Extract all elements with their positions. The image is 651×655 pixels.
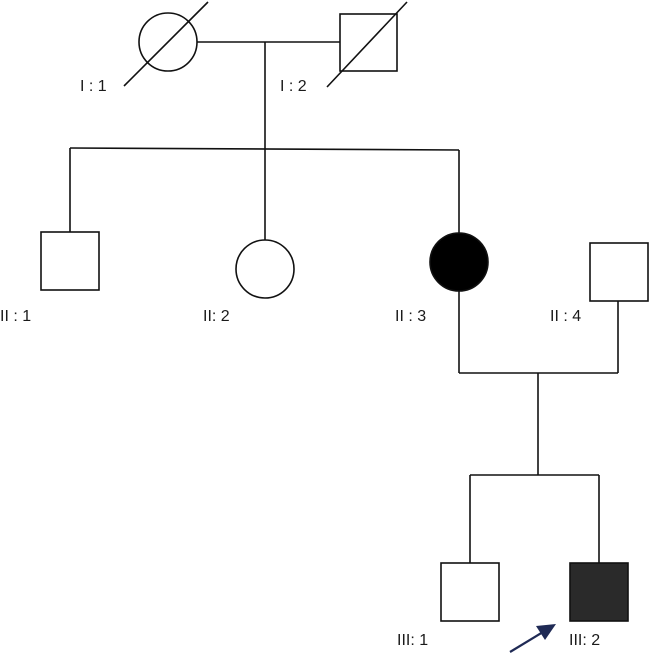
individual-i-1: I : 1 <box>80 1 209 95</box>
individual-label: III: 1 <box>397 632 428 649</box>
deceased-slash <box>326 1 408 88</box>
male-symbol-affected <box>569 562 629 622</box>
individual-ii-1: II : 1 <box>0 231 100 325</box>
proband-arrow-shaft <box>509 631 544 653</box>
individual-ii-4: II : 4 <box>550 242 649 325</box>
individual-label: I : 1 <box>80 78 107 95</box>
female-symbol <box>235 239 295 299</box>
proband-arrow-head <box>536 624 556 640</box>
female-symbol-affected <box>429 232 489 292</box>
individual-ii-3: II : 3 <box>395 232 489 325</box>
individual-label: I : 2 <box>280 78 307 95</box>
male-symbol <box>440 562 500 622</box>
male-symbol <box>40 231 100 291</box>
proband-arrow-icon <box>509 624 556 653</box>
individual-label: II : 4 <box>550 308 581 325</box>
individual-label: II : 3 <box>395 308 426 325</box>
pedigree-lines <box>69 41 619 563</box>
individual-ii-2: II: 2 <box>203 239 295 325</box>
deceased-slash <box>123 1 209 87</box>
individual-label: III: 2 <box>569 632 600 649</box>
individual-label: II: 2 <box>203 308 230 325</box>
male-symbol <box>589 242 649 302</box>
individual-label: II : 1 <box>0 308 31 325</box>
individual-i-2: I : 2 <box>280 1 408 95</box>
individual-iii-1: III: 1 <box>397 562 500 649</box>
individual-iii-2: III: 2 <box>569 562 629 649</box>
